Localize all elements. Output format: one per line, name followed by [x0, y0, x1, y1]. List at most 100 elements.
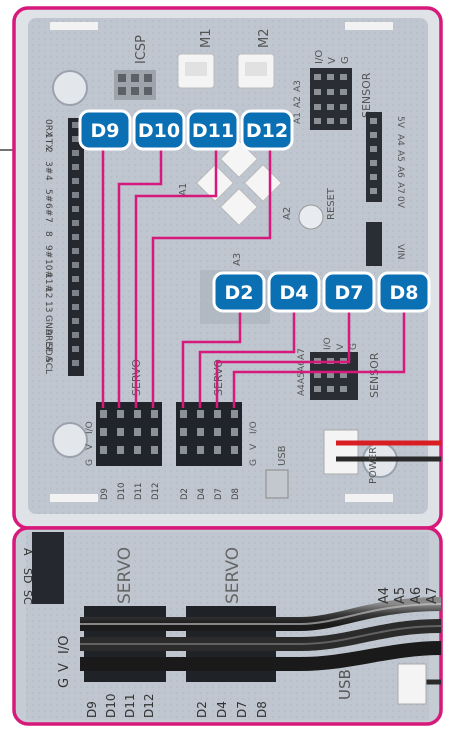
callout-label: D9 [91, 120, 120, 142]
clip [345, 494, 393, 502]
left-pin-label: 8 [43, 231, 53, 237]
power-connector [324, 430, 358, 474]
left-pin-label: 13 [43, 301, 53, 312]
left-pin [72, 206, 79, 212]
servo-pin [180, 446, 187, 454]
servo-pin [197, 410, 204, 418]
callout-d4: D4 [269, 273, 319, 311]
sensor-io-label: I/O [323, 337, 333, 350]
callout-d12: D12 [242, 111, 292, 149]
left-pin [72, 220, 79, 226]
gvio-io-left: I/O [85, 421, 95, 434]
zoom-a6: A6 [409, 587, 424, 604]
gvio-v-left: V [85, 443, 95, 450]
gvio-v-right: V [249, 443, 259, 450]
zoom-pin-label: D9 [85, 701, 99, 718]
board-pin-label: D8 [231, 488, 241, 500]
servo-label-right: SERVO [212, 359, 225, 396]
servo-pin [231, 446, 238, 454]
gvio-g-left: G [85, 459, 95, 466]
zoom-servo-left: SERVO [115, 547, 135, 604]
left-pin [72, 276, 79, 282]
servo-pin [197, 428, 204, 436]
left-pin [72, 178, 79, 184]
servo-pin [214, 410, 221, 418]
left-pin-label: 3# [43, 161, 53, 174]
servo-pin [180, 410, 187, 418]
callout-d10: D10 [134, 111, 184, 149]
left-pin [72, 164, 79, 170]
zoom-pin-label: D4 [215, 701, 229, 718]
reset-button [299, 205, 323, 229]
left-pin [72, 234, 79, 240]
right-a4-label: A4 [395, 134, 405, 146]
icsp-label: ICSP [134, 35, 149, 64]
servo-pin [117, 446, 124, 454]
zoom-v: V [57, 663, 72, 672]
callout-d2: D2 [214, 273, 264, 311]
m1-socket [185, 62, 207, 76]
sensor-label-bottom: SENSOR [368, 352, 381, 398]
servo-pin [134, 410, 141, 418]
power-label: POWER [368, 447, 379, 484]
servo-pin [231, 428, 238, 436]
vin-header [366, 222, 382, 266]
left-pin [72, 262, 79, 268]
callout-label: D2 [225, 282, 254, 304]
clip [345, 22, 393, 30]
servo-pin [214, 446, 221, 454]
left-pin-label: SCL [43, 357, 53, 374]
left-pin [72, 290, 79, 296]
callout-d9: D9 [80, 111, 130, 149]
board-top-panel: ICSP M1 M2 I/O V G A1 A2 A3 SENSOR 5V [14, 8, 441, 528]
usb-label: USB [277, 445, 288, 466]
zoom-a4: A4 [377, 587, 392, 604]
servo-pin [134, 428, 141, 436]
right-5v-label: 5V [395, 116, 405, 129]
zoom-pin-label: D11 [123, 693, 137, 718]
servo-pin [197, 446, 204, 454]
board-pin-label: D7 [214, 488, 224, 500]
zoom-servo-right: SERVO [223, 547, 243, 604]
right-0v-label: 0V [395, 196, 405, 209]
left-pin-label: 6# [43, 203, 53, 216]
top-a3-label: A3 [293, 80, 303, 92]
left-pin [72, 192, 79, 198]
left-pin [72, 360, 79, 366]
servo-pin [117, 428, 124, 436]
callout-d11: D11 [188, 111, 238, 149]
left-pin-label: 2 [43, 147, 53, 153]
servo-pin [100, 446, 107, 454]
sensor-v-label: V [336, 343, 346, 350]
gvio-g-right: G [249, 459, 259, 466]
zoom-left-sd: SD [21, 568, 34, 583]
sensor-a5-label: A5 [297, 372, 307, 384]
servo-pin [151, 410, 158, 418]
zoom-power-connector [398, 664, 426, 704]
servo-pin [100, 428, 107, 436]
zoom-pin-label: D2 [195, 701, 209, 718]
vin-label: VIN [395, 244, 405, 260]
left-pin-label: 9# [43, 245, 53, 258]
board-pin-label: D12 [151, 483, 161, 500]
servo-pin [231, 410, 238, 418]
clip [50, 494, 98, 502]
board-pin-label: D10 [117, 483, 127, 500]
servo-pin [180, 428, 187, 436]
m2-label: M2 [257, 29, 272, 49]
right-a6-label: A6 [395, 166, 405, 178]
callout-label: D8 [390, 282, 419, 304]
top-io-label: I/O [314, 50, 325, 64]
zoom-left-header [32, 532, 64, 604]
callout-d7: D7 [324, 273, 374, 311]
left-pin [72, 136, 79, 142]
left-pin [72, 332, 79, 338]
servo-pin [214, 428, 221, 436]
right-a5-label: A5 [395, 150, 405, 162]
a1-label: A1 [178, 183, 189, 196]
callout-label: D10 [138, 120, 180, 142]
zoom-left-a: A [21, 548, 34, 556]
clip [50, 22, 98, 30]
